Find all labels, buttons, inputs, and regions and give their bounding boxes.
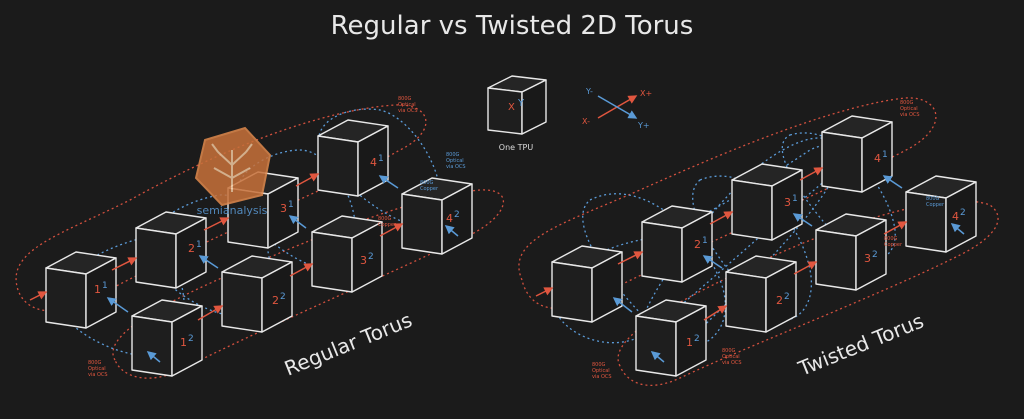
regular-node-1-2-x: 1 [180,336,187,349]
regular-node-2-1: 2 1 [135,211,207,289]
legend-caption: One TPU [499,143,534,152]
legend-cube-y: Y [517,98,525,109]
twisted-torus-label: Twisted Torus [794,309,927,381]
svg-text:800G: 800G [592,362,606,368]
svg-text:800G: 800G [378,216,392,222]
twisted-node-4-2-x: 4 [952,210,959,223]
regular-node-3-2-y: 2 [368,252,374,262]
twisted-node-2-2: 2 2 [725,255,797,333]
regular-torus-label: Regular Torus [281,308,416,381]
twisted-node-3-1-y: 1 [792,194,798,204]
twisted-node-2-2-x: 2 [776,294,783,307]
diagram-title: Regular vs Twisted 2D Torus [331,11,694,41]
twisted-node-2-1: 2 1 [641,205,713,283]
svg-text:Optical: Optical [592,368,610,374]
semianalysis-logo: semianalysis [194,126,272,217]
svg-text:Copper: Copper [420,186,439,192]
twisted-node-1-1 [551,245,623,323]
regular-node-3-2: 3 2 [311,215,383,293]
svg-text:800G: 800G [446,152,460,158]
twisted-node-3-1-x: 3 [784,196,791,209]
regular-note-copper-mid: 800G Copper [378,216,397,228]
regular-node-3-1-y: 1 [288,200,294,210]
regular-node-4-1-x: 4 [370,156,377,169]
svg-text:Optical: Optical [446,158,464,164]
svg-text:via OCS: via OCS [722,360,742,366]
regular-node-1-1-x: 1 [94,283,101,296]
twisted-node-1-2: 1 2 [635,299,707,377]
regular-node-4-2-x: 4 [446,212,453,225]
svg-text:Optical: Optical [900,106,918,112]
axis-label-xminus: X- [582,117,590,126]
twisted-node-4-1-y: 1 [882,150,888,160]
regular-node-2-1-y: 1 [196,240,202,250]
legend-tpu-cube: X Y [487,75,547,135]
twisted-node-2-1-x: 2 [694,238,701,251]
twisted-node-2-2-y: 2 [784,292,790,302]
regular-node-1-1: 1 1 [45,251,117,329]
twisted-node-1-2-x: 1 [686,336,693,349]
regular-node-3-2-x: 3 [360,254,367,267]
svg-text:Optical: Optical [398,102,416,108]
svg-text:800G: 800G [420,180,434,186]
twisted-node-1-2-y: 2 [694,334,700,344]
twisted-node-4-1: 4 1 [821,115,893,193]
twisted-node-2-1-y: 1 [702,236,708,246]
regular-node-1-2: 1 2 [131,299,203,377]
regular-node-3-1-x: 3 [280,202,287,215]
regular-note-optical-top: 800G Optical via OCS [398,96,418,114]
axis-legend: Y- X+ X- Y+ [582,87,652,130]
regular-node-2-2-x: 2 [272,294,279,307]
axis-label-yminus: Y- [585,87,593,96]
regular-note-blue-top: 800G Optical via OCS [446,152,466,170]
svg-text:via OCS: via OCS [398,108,418,114]
regular-node-1-1-y: 1 [102,281,108,291]
legend-cube-x: X [508,102,515,113]
regular-node-2-2-y: 2 [280,292,286,302]
twisted-torus: 2 1 3 1 4 1 1 2 2 [518,97,999,386]
regular-node-4-2-y: 2 [454,210,460,220]
svg-text:Copper: Copper [378,222,397,228]
regular-node-4-1: 4 1 [317,119,389,197]
svg-text:Copper: Copper [926,202,945,208]
regular-note-optical-bottom: 800G Optical via OCS [88,360,108,378]
svg-text:Optical: Optical [722,354,740,360]
twisted-node-3-2: 3 2 [815,213,887,291]
twisted-node-3-1: 3 1 [731,163,803,241]
regular-node-4-2: 4 2 [401,177,473,255]
svg-text:800G: 800G [88,360,102,366]
regular-node-2-1-x: 2 [188,242,195,255]
twisted-note-copper-side: 800G Copper [926,196,945,208]
svg-text:800G: 800G [884,236,898,242]
twisted-node-4-2-y: 2 [960,208,966,218]
regular-torus: 1 1 2 1 3 1 4 1 1 [15,96,505,381]
svg-text:via OCS: via OCS [900,112,920,118]
svg-text:800G: 800G [398,96,412,102]
svg-text:via OCS: via OCS [88,372,108,378]
twisted-note-copper-mid: 800G Copper [884,236,903,248]
svg-text:800G: 800G [722,348,736,354]
twisted-node-3-2-x: 3 [864,252,871,265]
twisted-note-optical-top: 800G Optical via OCS [900,100,920,118]
svg-text:Copper: Copper [884,242,903,248]
regular-note-copper-side: 800G Copper [420,180,439,192]
axis-label-xplus: X+ [640,89,652,98]
regular-node-1-2-y: 2 [188,334,194,344]
svg-text:800G: 800G [900,100,914,106]
regular-node-4-1-y: 1 [378,154,384,164]
svg-text:Optical: Optical [88,366,106,372]
twisted-node-3-2-y: 2 [872,250,878,260]
regular-node-2-2: 2 2 [221,255,293,333]
svg-text:800G: 800G [926,196,940,202]
twisted-note-optical-bottom: 800G Optical via OCS 800G Optical via OC… [592,348,742,380]
watermark-text: semianalysis [197,204,268,217]
twisted-node-4-1-x: 4 [874,152,881,165]
twisted-node-4-2: 4 2 [905,175,977,253]
svg-text:via OCS: via OCS [446,164,466,170]
svg-text:via OCS: via OCS [592,374,612,380]
axis-label-yplus: Y+ [637,121,650,130]
